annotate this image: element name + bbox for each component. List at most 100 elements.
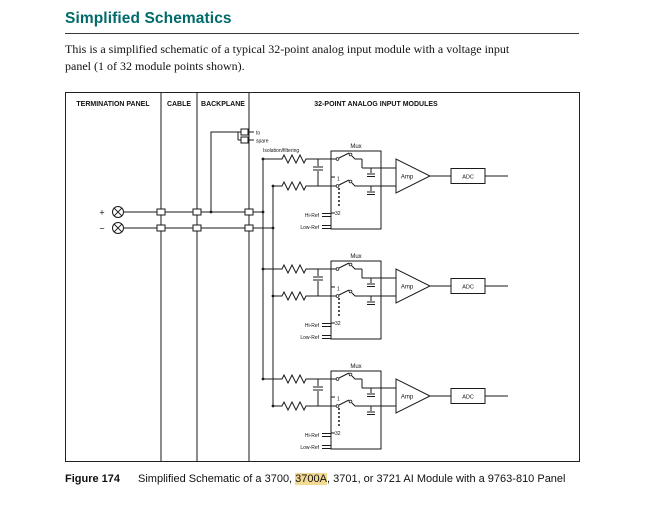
switch-contact-icon <box>348 152 353 157</box>
search-highlight: 3700A <box>295 473 327 485</box>
spare-label: spare <box>256 139 269 145</box>
connector-icon <box>244 224 254 232</box>
amp-triangle <box>395 268 432 304</box>
signal-buses <box>261 159 275 406</box>
adc-box <box>450 388 486 404</box>
adc-box <box>450 168 486 184</box>
termination-terminals: + − <box>99 206 124 234</box>
capacitor-icon <box>313 379 323 406</box>
adc-label: ADC <box>462 395 474 401</box>
col-header-backplane: BACKPLANE <box>201 101 245 108</box>
intro-paragraph: This is a simplified schematic of a typi… <box>65 41 509 74</box>
mux-box <box>330 370 382 450</box>
channel-first-label: 1 <box>337 287 340 293</box>
capacitor-icon <box>367 278 375 287</box>
feed-wires <box>123 211 273 229</box>
mux-label: Mux <box>350 144 361 150</box>
connector-icon <box>192 208 202 216</box>
analog-block-1: Mux 1 32 Hi-Ref Low-Ref <box>261 144 508 231</box>
channel-last-label: 32 <box>335 321 341 327</box>
column-dividers <box>160 93 250 461</box>
mux-box <box>330 260 382 340</box>
resistor-icon <box>279 180 309 192</box>
spare-connector-icon <box>240 136 249 144</box>
resistor-icon <box>279 290 309 302</box>
spare-connector-icon <box>240 128 249 136</box>
switch-contact-icon <box>348 289 353 294</box>
terminal-plus-x <box>113 207 123 217</box>
ellipsis-dots <box>338 298 340 316</box>
adc-label: ADC <box>462 285 474 291</box>
amp-label: Amp <box>401 395 414 401</box>
channel-last-label: 32 <box>335 211 341 217</box>
page-title: Simplified Schematics <box>65 10 232 27</box>
connector-squares <box>156 208 254 232</box>
capacitor-icon <box>313 269 323 296</box>
capacitor-icon <box>367 388 375 397</box>
connector-icon <box>192 224 202 232</box>
capacitor-icon <box>367 296 375 305</box>
capacitor-icon <box>367 168 375 177</box>
switch-contact-icon <box>335 404 340 408</box>
amp-triangle <box>395 378 432 414</box>
isolation-filtering-label: Isolation/filtering <box>263 148 299 154</box>
resistor-icon <box>279 400 309 412</box>
caption-text-before: Simplified Schematic of a 3700, <box>138 473 296 485</box>
adc-box <box>450 278 486 294</box>
intro-line-2: panel (1 of 32 module points shown). <box>65 58 245 73</box>
channel-last-label: 32 <box>335 431 341 437</box>
channel-first-label: 1 <box>337 397 340 403</box>
col-header-modules: 32-POINT ANALOG INPUT MODULES <box>314 101 438 108</box>
low-ref-label: Low-Ref <box>300 445 319 451</box>
adc-label: ADC <box>462 175 474 181</box>
ellipsis-dots <box>338 188 340 206</box>
connector-icon <box>156 208 166 216</box>
switch-contact-icon <box>348 399 353 404</box>
figure-caption: Figure 174 Simplified Schematic of a 3700… <box>65 473 566 485</box>
channel-first-label: 1 <box>337 177 340 183</box>
capacitor-icon <box>367 406 375 415</box>
switch-contact-icon <box>348 262 353 267</box>
connector-icon <box>156 224 166 232</box>
col-header-termination-panel: TERMINATION PANEL <box>76 101 150 108</box>
capacitor-icon <box>313 159 323 186</box>
intro-line-1: This is a simplified schematic of a typi… <box>65 42 510 56</box>
ellipsis-dots <box>338 408 340 426</box>
switch-contact-icon <box>335 294 340 298</box>
amp-label: Amp <box>401 285 414 291</box>
resistor-icon <box>279 373 309 385</box>
schematic-svg: TERMINATION PANEL CABLE BACKPLANE 32-POI… <box>76 93 508 461</box>
low-ref-label: Low-Ref <box>300 335 319 341</box>
low-ref-label: Low-Ref <box>300 225 319 231</box>
mux-box <box>330 150 382 230</box>
figure-number: Figure 174 <box>65 473 121 485</box>
switch-contact-icon <box>335 157 340 161</box>
analog-block-2: Mux 1 32 Hi-Ref Low-Ref <box>261 254 508 341</box>
plus-label: + <box>99 208 104 218</box>
connector-icon <box>244 208 254 216</box>
spare-branch: to spare <box>209 128 269 214</box>
amp-label: Amp <box>401 175 414 181</box>
resistor-icon <box>279 153 309 165</box>
title-rule <box>65 33 579 34</box>
hi-ref-label: Hi-Ref <box>305 213 320 219</box>
terminal-minus-x <box>113 223 123 233</box>
switch-contact-icon <box>348 179 353 184</box>
resistor-icon <box>279 263 309 275</box>
col-header-cable: CABLE <box>167 101 191 108</box>
caption-text-after: , 3701, or 3721 AI Module with a 9763-81… <box>326 473 566 485</box>
mux-label: Mux <box>350 254 361 260</box>
analog-block-3: Mux 1 32 Hi-Ref Low-Ref <box>261 364 508 451</box>
schematic-figure: TERMINATION PANEL CABLE BACKPLANE 32-POI… <box>65 92 580 462</box>
to-label: to <box>256 131 260 137</box>
hi-ref-label: Hi-Ref <box>305 433 320 439</box>
capacitor-icon <box>367 186 375 195</box>
switch-contact-icon <box>348 372 353 377</box>
minus-label: − <box>99 224 104 234</box>
hi-ref-label: Hi-Ref <box>305 323 320 329</box>
switch-contact-icon <box>335 377 340 381</box>
switch-contact-icon <box>335 184 340 188</box>
mux-label: Mux <box>350 364 361 370</box>
amp-triangle <box>395 158 432 194</box>
